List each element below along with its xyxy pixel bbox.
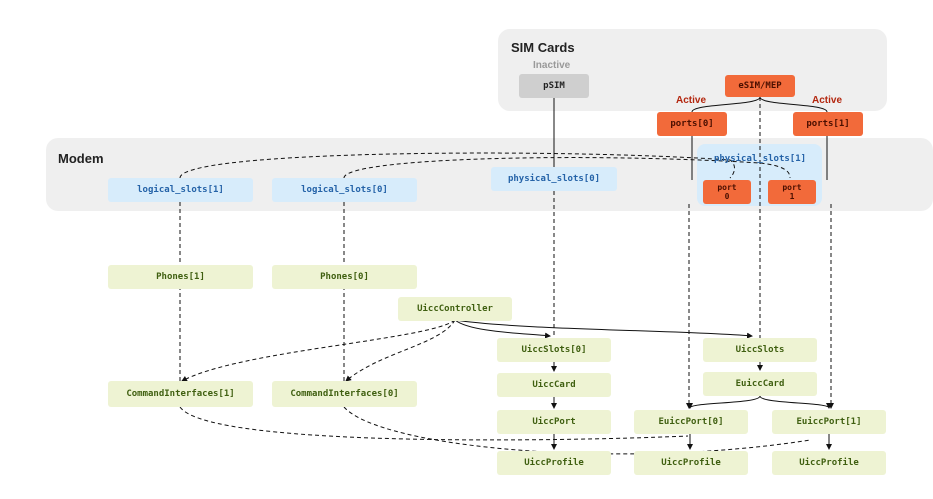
- psim-box: pSIM: [519, 74, 589, 98]
- logical-slot-1-to-port-0-link: [179, 152, 735, 179]
- physical-slots-1-label: physical_slots[1]: [713, 153, 807, 164]
- ports-0-box: ports[0]: [657, 112, 727, 136]
- euicc-port-1-box: EuiccPort[1]: [772, 410, 886, 434]
- phones-1-box: Phones[1]: [108, 265, 253, 289]
- uicc-slots-box: UiccSlots: [703, 338, 817, 362]
- port-0-box: port 0: [703, 180, 751, 204]
- esim-to-ports-1-line: [759, 96, 828, 113]
- uicc-profile-1-box: UiccProfile: [772, 451, 886, 475]
- command-interfaces-1-box: CommandInterfaces[1]: [108, 381, 253, 407]
- uicc-profile-psim-box: UiccProfile: [497, 451, 611, 475]
- logical-slots-0-box: logical_slots[0]: [272, 178, 417, 202]
- euicc-card-to-port-0: [687, 395, 761, 409]
- uicc-port-box: UiccPort: [497, 410, 611, 434]
- logical-slots-1-box: logical_slots[1]: [108, 178, 253, 202]
- euicc-card-to-port-1: [759, 395, 832, 409]
- uicc-profile-0-box: UiccProfile: [634, 451, 748, 475]
- physical-slots-0-box: physical_slots[0]: [491, 167, 617, 191]
- controller-to-uicc-slots-0: [454, 319, 551, 339]
- uicc-controller-box: UiccController: [398, 297, 512, 321]
- ci-0-to-euicc-port-1: [343, 406, 811, 455]
- euicc-card-box: EuiccCard: [703, 372, 817, 396]
- ci-1-to-euicc-port-0: [179, 406, 689, 441]
- modem-title: Modem: [58, 151, 104, 166]
- port-1-box: port 1: [768, 180, 816, 204]
- sim-cards-title: SIM Cards: [511, 40, 575, 55]
- ports-1-box: ports[1]: [793, 112, 863, 136]
- command-interfaces-0-box: CommandInterfaces[0]: [272, 381, 417, 407]
- controller-to-ci-1: [181, 319, 456, 382]
- logical-slot-0-to-port-1-link: [343, 157, 791, 179]
- active-label-right: Active: [812, 95, 843, 106]
- esim-to-ports-0-line: [691, 96, 761, 113]
- inactive-label: Inactive: [533, 60, 571, 71]
- esim-mep-box: eSIM/MEP: [725, 75, 795, 97]
- controller-to-uicc-slots: [454, 319, 753, 339]
- uicc-card-box: UiccCard: [497, 373, 611, 397]
- active-label-left: Active: [676, 95, 707, 106]
- euicc-port-0-box: EuiccPort[0]: [634, 410, 748, 434]
- controller-to-ci-0: [345, 319, 456, 382]
- uicc-slots-0-box: UiccSlots[0]: [497, 338, 611, 362]
- phones-0-box: Phones[0]: [272, 265, 417, 289]
